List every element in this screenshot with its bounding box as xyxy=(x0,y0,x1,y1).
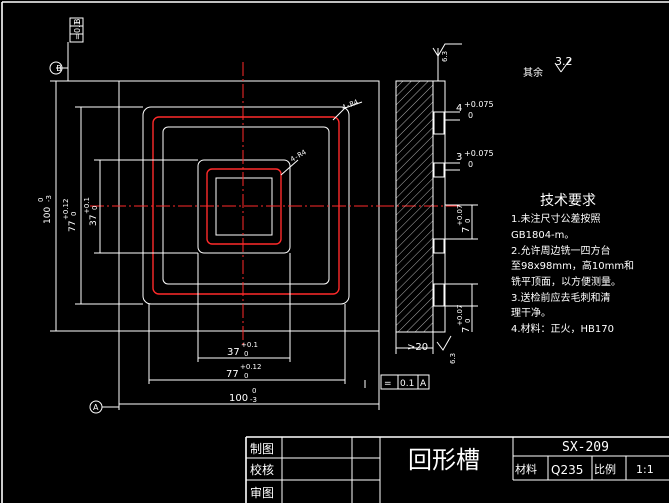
dim-77-bottom-base: 77 xyxy=(226,369,239,380)
note-line: 1.未注尺寸公差按照 xyxy=(511,212,601,225)
radius-leader-outer xyxy=(332,107,346,121)
roughness-value: 3.2 xyxy=(555,55,573,68)
note-line: 铣平顶面，以方便测量。 xyxy=(511,275,621,288)
dim-100-left-up: 0 xyxy=(37,198,45,202)
depth-mid-low: 0 xyxy=(468,160,473,169)
tb-drawn: 制图 xyxy=(250,442,274,456)
title-block xyxy=(245,436,669,503)
dim-37-left-low: 0 xyxy=(91,206,99,210)
dim-77-left-base: 77 xyxy=(68,221,78,232)
plan-view xyxy=(90,62,462,346)
flatness-top-datum: B xyxy=(73,19,82,25)
dim-37-bottom-up: +0.1 xyxy=(241,341,258,349)
depth-top-base: 4 xyxy=(456,103,462,114)
flatness-frame-top xyxy=(69,17,84,43)
datum-b-label: B xyxy=(56,64,62,73)
radius-leader-inner xyxy=(280,159,299,176)
w7-bottom-base: 7 xyxy=(461,327,472,333)
radius-leader-outer-2 xyxy=(344,101,363,109)
note-line: 3.送检前应去毛刺和清 xyxy=(511,291,611,304)
note-line: GB1804-m。 xyxy=(511,230,574,241)
roughness-small-bottom: 6.3 xyxy=(449,353,457,364)
flatness-bottom-tol: 0.1 xyxy=(400,379,414,389)
depth-mid-base: 3 xyxy=(456,152,462,163)
dim-100-left-low: -3 xyxy=(45,195,53,202)
flatness-bottom-symbol: = xyxy=(384,379,392,389)
w7-bottom-up: +0.07 xyxy=(456,305,464,326)
note-line: 2.允许周边铣一四方台 xyxy=(511,244,611,257)
slot-bot-1 xyxy=(433,238,445,254)
flatness-frame-bottom xyxy=(380,374,430,390)
dim-37-left-up: +0.1 xyxy=(83,197,91,214)
section-web xyxy=(432,80,446,333)
tb-scale: 1:1 xyxy=(636,463,654,476)
roughness-other-label: 其余 xyxy=(523,66,543,79)
thickness-label: >20 xyxy=(407,342,428,353)
dim-77-bottom-low: 0 xyxy=(244,372,248,380)
dim-100-bottom-low: -3 xyxy=(250,396,257,404)
slot-top-2 xyxy=(433,162,445,178)
section-view xyxy=(395,43,572,354)
slot-top-1 xyxy=(433,111,445,135)
flatness-top-tol: 0.1 xyxy=(73,20,82,33)
left-dims xyxy=(49,17,198,332)
flatness-bottom-datum: A xyxy=(420,379,427,389)
note-line: 4.材料：正火，HB170 xyxy=(511,322,614,335)
flatness-top-symbol: = xyxy=(73,33,82,40)
depth-top-low: 0 xyxy=(468,111,473,120)
radius-inner-label: 4-R4 xyxy=(289,148,308,163)
note-line: 至98x98mm，高10mm和 xyxy=(511,259,634,272)
tb-part-name: 回形槽 xyxy=(408,446,480,474)
w7-top-base: 7 xyxy=(461,227,472,233)
datum-a-circle xyxy=(89,400,103,414)
datum-b-circle xyxy=(49,61,63,75)
tb-checked: 校核 xyxy=(250,462,274,477)
dim-100-bottom-up: 0 xyxy=(252,387,256,395)
note-line: 理干净。 xyxy=(511,306,551,319)
w7-bottom-low: 0 xyxy=(464,319,472,323)
w7-top-up: +0.07 xyxy=(456,205,464,226)
dim-100-bottom-base: 100 xyxy=(229,393,248,404)
tb-drawing-no: SX-209 xyxy=(562,440,609,455)
radius-outer-label: 4-R4 xyxy=(341,98,360,112)
depth-mid-up: +0.075 xyxy=(464,149,494,158)
roughness-small-top: 6.3 xyxy=(441,51,449,62)
depth-top-up: +0.075 xyxy=(464,100,494,109)
tb-material: Q235 xyxy=(551,463,583,477)
bottom-dims xyxy=(89,253,430,414)
dim-37-bottom-base: 37 xyxy=(227,347,240,358)
tb-approved: 审图 xyxy=(250,485,274,500)
w7-top-low: 0 xyxy=(464,219,472,223)
dim-100-left-base: 100 xyxy=(43,207,53,224)
tb-material-label: 材料 xyxy=(515,462,537,476)
slot-bot-2 xyxy=(433,283,445,307)
dim-37-bottom-low: 0 xyxy=(244,350,248,358)
dim-37-left-base: 37 xyxy=(89,215,99,226)
dim-77-left-low: 0 xyxy=(70,212,78,216)
notes-title: 技术要求 xyxy=(540,193,596,209)
section-hatch xyxy=(395,80,434,333)
dim-77-bottom-up: +0.12 xyxy=(240,363,261,371)
datum-a-label: A xyxy=(93,403,99,412)
dim-77-left-up: +0.12 xyxy=(62,199,70,220)
tb-scale-label: 比例 xyxy=(594,462,616,476)
